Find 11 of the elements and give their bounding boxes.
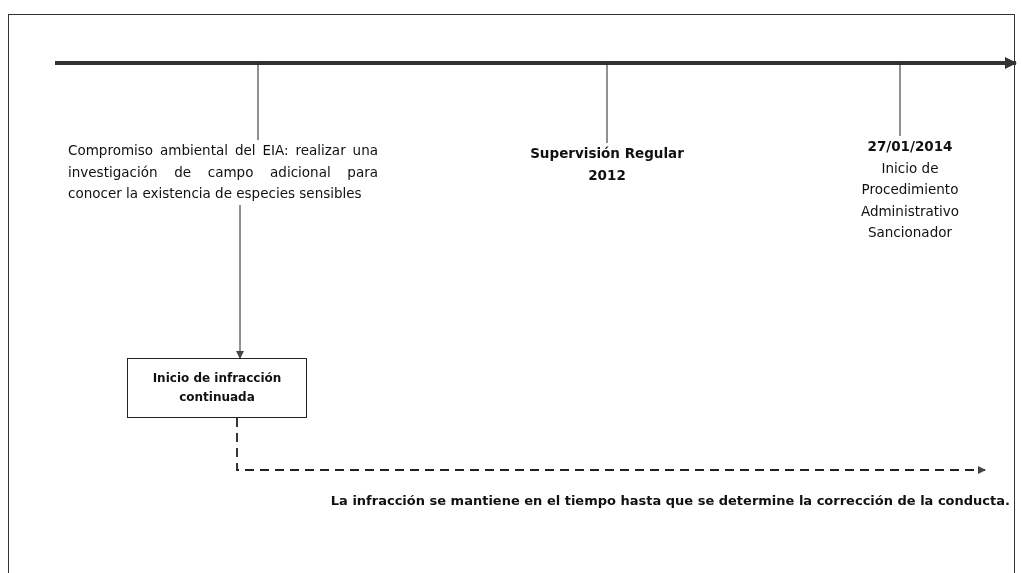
- tick-line: [606, 62, 608, 144]
- event-text: Compromiso ambiental del EIA: realizar una investigación de campo adicional para conocer la existencia de especies sensibles: [68, 141, 378, 204]
- arrow: [236, 204, 244, 359]
- tick-line: [899, 62, 901, 137]
- event-heading: 27/01/2014: [866, 137, 954, 156]
- dashed-arrow: [236, 417, 986, 474]
- event-text: Inicio de Procedimiento Administrativo Sancionador: [859, 158, 961, 243]
- process-box: Inicio de infracción continuada: [127, 358, 307, 418]
- note-text: La infracción se mantiene en el tiempo hasta que se determine la corrección de la conducta.: [329, 493, 1010, 508]
- event-heading: Supervisión Regular 2012: [529, 144, 685, 185]
- tick-line: [257, 62, 259, 141]
